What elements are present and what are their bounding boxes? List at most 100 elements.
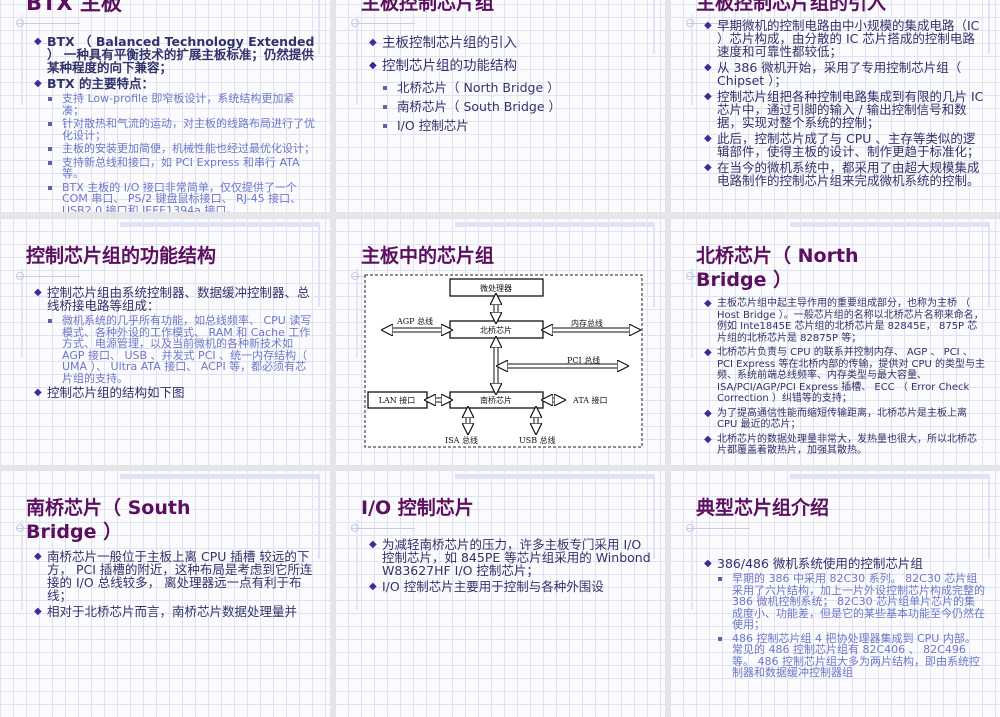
bullet-item: 控制芯片组把各种控制电路集成到有限的几片 IC 芯片中，通过引脚的输入 / 输出… (704, 90, 986, 129)
sub-bullet-item: 南桥芯片（ South Bridge ） (369, 98, 651, 115)
decor-line (686, 276, 750, 277)
slide-title: BTX 主板 (26, 0, 122, 15)
usb-bus-label: USB 总线 (519, 435, 556, 445)
bullet-item: 南桥芯片一般位于主板上离 CPU 插槽 较远的下方， PCI 插槽的附近，这种布… (34, 550, 316, 602)
slide-thumbnail[interactable]: 北桥芯片（ North Bridge ） 主板芯片组中起主导作用的重要组成部分，也… (670, 218, 1000, 465)
bullet-item: 控制芯片组由系统控制器、数据缓冲控制器、总线桥接电路等组成： (34, 286, 316, 312)
decor-line (318, 0, 320, 54)
decor-line (351, 23, 415, 24)
slide-thumbnail[interactable]: 控制芯片组的功能结构控制芯片组由系统控制器、数据缓冲控制器、总线桥接电路等组成：… (0, 218, 330, 465)
decor-line (356, 520, 358, 610)
sub-bullet-item: 支持新总线和接口，如 PCI Express 和串行 ATA 等。 (34, 156, 316, 180)
decor-line (356, 268, 358, 358)
sub-bullet-item: 北桥芯片（ North Bridge ） (369, 79, 651, 96)
slide-body: 控制芯片组由系统控制器、数据缓冲控制器、总线桥接电路等组成： 微机系统的几乎所有功… (34, 286, 316, 402)
bullet-item: 此后，控制芯片成了与 CPU 、主存等类似的逻辑部件，使得主板的设计、制作更趋于… (704, 132, 986, 158)
pci-bus-label: PCI 总线 (567, 355, 600, 365)
sub-bullet-item: I/O 控制芯片 (369, 117, 651, 134)
slide-thumbnail[interactable]: BTX 主板 BTX （ Balanced Technology Extended… (0, 0, 330, 212)
diagram-frame (364, 274, 643, 448)
decor-bar (120, 222, 320, 227)
sub-bullet-item: 微机系统的几乎所有功能，如总线频率、 CPU 读写模式、各种外设的工作模式、 R… (34, 315, 316, 384)
slide-body: 早期微机的控制电路由中小规模的集成电路（IC ）芯片构成，由分散的 IC 芯片搭… (704, 19, 986, 190)
bullet-item: 控制芯片组的结构如下图 (34, 386, 316, 399)
decor-circle (16, 19, 24, 27)
decor-line (16, 276, 80, 277)
decor-circle (686, 272, 694, 280)
cpu-label: 微处理器 (480, 283, 512, 293)
slide-thumbnail[interactable]: 南桥芯片（ South Bridge ） 南桥芯片一般位于主板上离 CPU 插槽 … (0, 470, 330, 717)
decor-line (653, 0, 655, 54)
slide-body: 为减轻南桥芯片的压力，许多主板专门采用 I/O 控制芯片，如 845PE 等芯片… (369, 538, 651, 596)
slide-title: 主板控制芯片组的引入 (696, 0, 887, 14)
bullet-item: 为了提高通信性能而缩短传输距离，北桥芯片是主板上离 CPU 最近的芯片； (704, 408, 986, 431)
sub-bullet-item: 针对散热和气流的运动，对主板的线路布局进行了优化设计； (34, 118, 316, 141)
decor-line (21, 520, 23, 610)
lan-label: LAN 接口 (379, 395, 416, 405)
decor-line (686, 528, 750, 529)
decor-line (988, 474, 990, 559)
sub-bullet-item: 早期的 386 中采用 82C30 系列。 82C30 芯片组采用了六片结构，加… (704, 573, 986, 631)
chipset-diagram: 微处理器 北桥芯片 南桥芯片 LAN 接口 AGP 总线 内存总线 PCI 总线… (364, 274, 643, 448)
bullet-item: 在当今的微机系统中，都采用了由超大规模集成电路制作的控制芯片组来完成微机系统的控… (704, 161, 986, 187)
decor-circle (351, 272, 359, 280)
bullet-item: 北桥芯片的数据处理量非常大，发热量也很大，所以北桥芯片都覆盖着散热片，加强其散热… (704, 434, 986, 457)
decor-bar (455, 474, 655, 479)
decor-line (988, 0, 990, 54)
north-bridge-label: 北桥芯片 (480, 325, 512, 335)
decor-line (356, 15, 358, 105)
decor-bar (790, 474, 990, 479)
decor-line (691, 15, 693, 105)
sub-bullet-item: 486 控制芯片组 4 把协处理器集成到 CPU 内部。常见的 486 控制芯片… (704, 632, 986, 679)
slide-title: 典型芯片组介绍 (696, 497, 830, 519)
slide-body: BTX （ Balanced Technology Extended ） 一种具… (34, 35, 316, 212)
isa-bus-label: ISA 总线 (445, 435, 478, 445)
slide-body: 主板芯片组中起主导作用的重要组成部分，也称为主桥 （ Host Bridge ）… (704, 298, 986, 460)
decor-bar (790, 222, 990, 227)
slide-title: 北桥芯片（ North Bridge ） (696, 245, 859, 291)
decor-line (318, 222, 320, 307)
decor-line (351, 528, 415, 529)
agp-label: AGP 总线 (396, 316, 433, 326)
slide-thumbnail[interactable]: 主板中的芯片组 微处理器 北桥芯片 南桥芯片 LAN 接口 AGP 总线 内存总… (335, 218, 665, 465)
decor-line (691, 268, 693, 358)
bullet-item: 早期微机的控制电路由中小规模的集成电路（IC ）芯片构成，由分散的 IC 芯片搭… (704, 19, 986, 58)
ata-label: ATA 接口 (572, 395, 608, 405)
decor-line (988, 222, 990, 307)
slide-thumbnail[interactable]: I/O 控制芯片为减轻南桥芯片的压力，许多主板专门采用 I/O 控制芯片，如 8… (335, 470, 665, 717)
bullet-item: 主板芯片组中起主导作用的重要组成部分，也称为主桥 （ Host Bridge ）… (704, 298, 986, 344)
slide-title: I/O 控制芯片 (361, 497, 474, 519)
sub-bullet-item: 主板的安装更加简便，机械性能也经过最优化设计； (34, 143, 316, 155)
decor-circle (686, 19, 694, 27)
decor-line (16, 23, 80, 24)
bullet-item: BTX 的主要特点： (34, 77, 316, 90)
decor-circle (351, 19, 359, 27)
bullet-item: I/O 控制芯片主要用于控制与各种外围设 (369, 580, 651, 593)
slide-thumbnail[interactable]: 主板控制芯片组主板控制芯片组的引入控制芯片组的功能结构北桥芯片（ North B… (335, 0, 665, 212)
bullet-item: 控制芯片组的功能结构 (369, 56, 651, 76)
decor-line (653, 222, 655, 307)
bullet-item: BTX （ Balanced Technology Extended ） 一种具… (34, 35, 316, 74)
slide-thumbnail[interactable]: 主板控制芯片组的引入早期微机的控制电路由中小规模的集成电路（IC ）芯片构成，由… (670, 0, 1000, 212)
slide-title: 南桥芯片（ South Bridge ） (26, 497, 191, 543)
decor-line (21, 15, 23, 105)
decor-circle (16, 272, 24, 280)
bullet-item: 相对于北桥芯片而言，南桥芯片数据处理量并 (34, 605, 316, 618)
sub-bullet-item: 支持 Low-profile 即窄板设计，系统结构更加紧凑； (34, 93, 316, 116)
decor-circle (16, 524, 24, 532)
sub-bullet-item: BTX 主板的 I/O 接口非常简单，仅仅提供了一个 COM 串口、 PS/2 … (34, 181, 316, 212)
decor-line (691, 520, 693, 610)
decor-line (21, 268, 23, 358)
slide-title: 主板控制芯片组 (361, 0, 495, 14)
memory-bus-label: 内存总线 (571, 318, 603, 328)
decor-bar (455, 222, 655, 227)
decor-circle (351, 524, 359, 532)
decor-line (16, 528, 80, 529)
decor-line (318, 474, 320, 559)
slide-title: 控制芯片组的功能结构 (26, 245, 217, 267)
slide-body: 南桥芯片一般位于主板上离 CPU 插槽 较远的下方， PCI 插槽的附近，这种布… (34, 550, 316, 621)
decor-bar (120, 474, 320, 479)
decor-line (653, 474, 655, 559)
